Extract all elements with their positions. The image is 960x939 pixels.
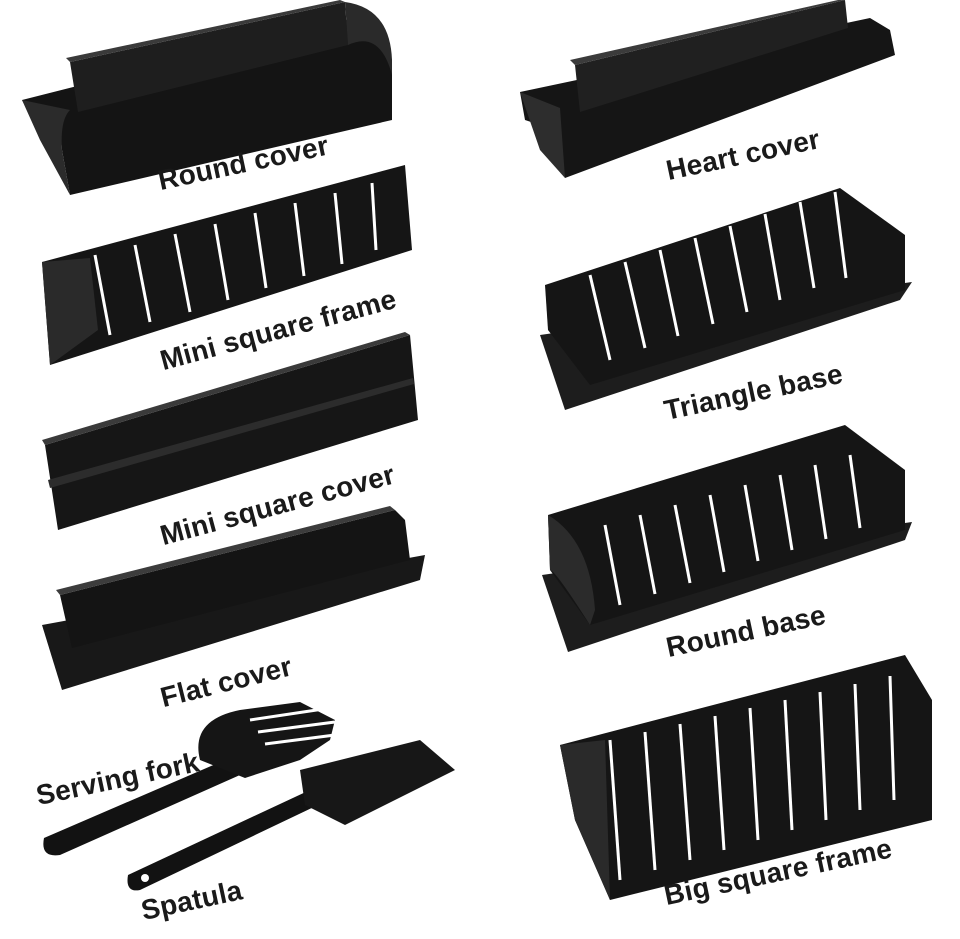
- triangle-base-piece: [540, 188, 912, 410]
- mini-square-cover-piece: [42, 332, 418, 530]
- spatula-piece: [127, 740, 455, 891]
- mini-square-frame-piece: [42, 165, 412, 365]
- serving-fork-piece: [43, 702, 336, 856]
- big-square-frame-piece: [560, 655, 932, 900]
- heart-cover-piece: [520, 0, 895, 178]
- flat-cover-piece: [42, 506, 425, 690]
- round-cover-piece: [22, 0, 392, 196]
- round-base-piece: [542, 425, 912, 652]
